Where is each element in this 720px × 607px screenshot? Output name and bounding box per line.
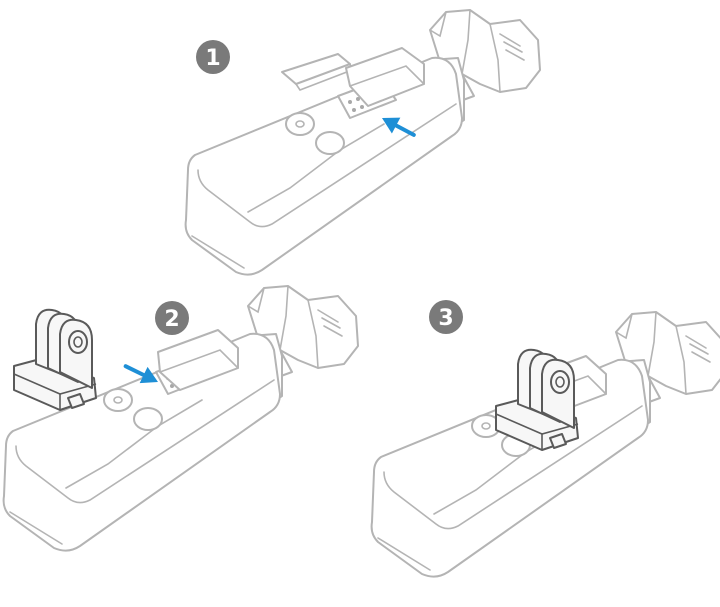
step-3-panel: 3 [370, 300, 720, 578]
step-badge: 3 [429, 300, 463, 334]
pocket-camera [184, 9, 541, 276]
tripod-adapter [13, 308, 97, 411]
tripod-adapter-attached [495, 348, 579, 451]
step-1-panel: 1 [184, 9, 541, 276]
step-number: 2 [164, 307, 179, 332]
step-number: 3 [438, 306, 453, 331]
step-2-panel: 2 [2, 285, 359, 552]
step-badge: 1 [196, 40, 230, 74]
port-cover-open [281, 53, 351, 85]
step-badge: 2 [155, 301, 189, 335]
step-number: 1 [205, 46, 220, 71]
